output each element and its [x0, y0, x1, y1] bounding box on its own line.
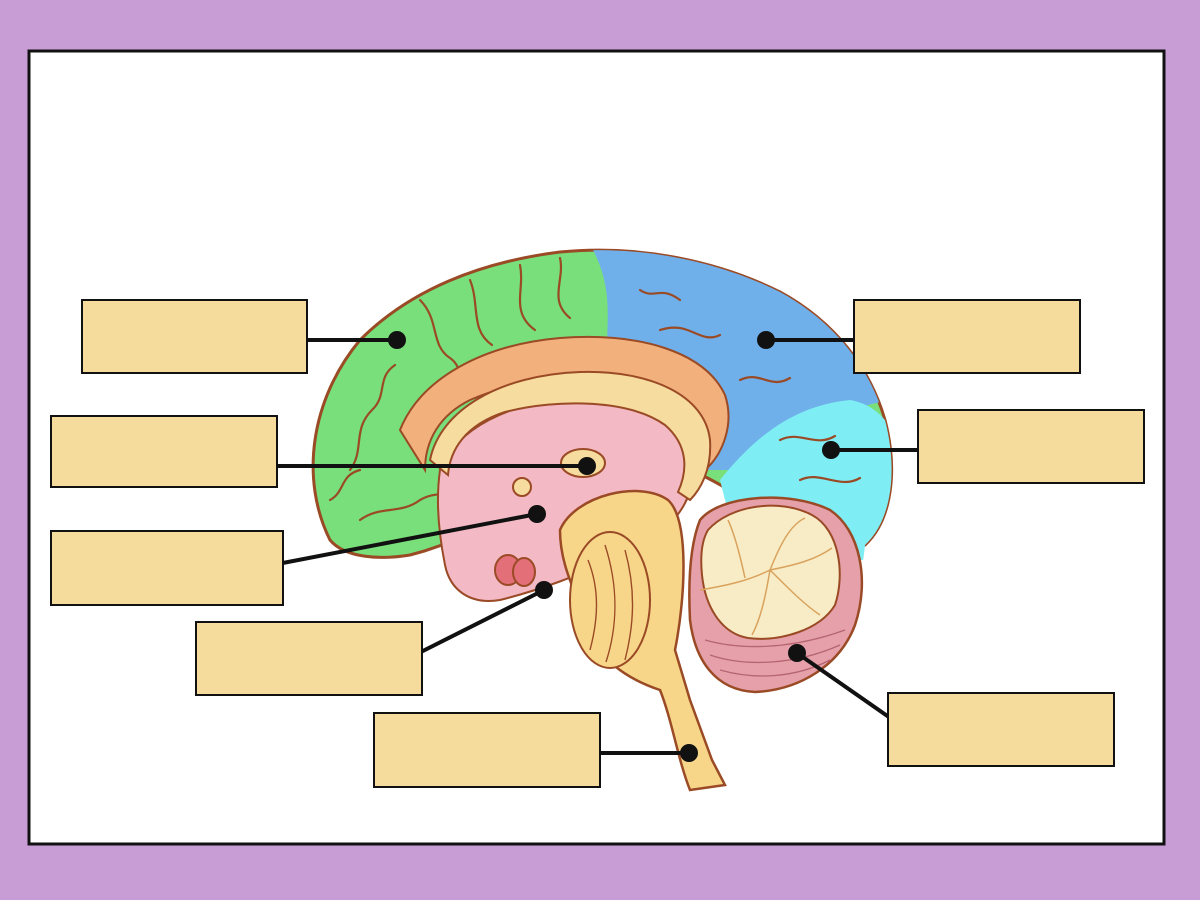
- label-text: [855, 301, 1079, 372]
- label-text: [52, 417, 276, 486]
- optic-chiasm-structure: [512, 477, 532, 497]
- leader-line-4: [397, 588, 546, 665]
- label-text: [919, 411, 1143, 482]
- mammillary-body-right: [512, 557, 536, 587]
- dot-8a: [788, 644, 806, 662]
- arbor-vitae-region: [700, 504, 841, 640]
- label-box-cerebellum[interactable]: [887, 692, 1115, 767]
- dot-2b: [578, 457, 596, 475]
- dot-6a: [757, 331, 775, 349]
- brain-illustration: [311, 248, 894, 792]
- label-text: [889, 694, 1113, 765]
- label-box-medulla[interactable]: [373, 712, 601, 788]
- label-box-occipital-lobe[interactable]: [917, 409, 1145, 484]
- dot-4b: [535, 581, 553, 599]
- label-box-parietal-lobe[interactable]: [853, 299, 1081, 374]
- label-text: [197, 623, 421, 694]
- pons-striations: [587, 544, 634, 663]
- label-box-frontal-lobe[interactable]: [81, 299, 308, 374]
- label-box-thalamus[interactable]: [50, 415, 278, 488]
- label-text: [375, 714, 599, 786]
- dot-7a: [822, 441, 840, 459]
- leader-line-3: [260, 512, 539, 569]
- label-box-hypothalamus[interactable]: [50, 530, 284, 606]
- label-text: [83, 301, 306, 372]
- arbor-vitae-branches: [699, 517, 833, 636]
- dot-3b: [528, 505, 546, 523]
- dot-5b: [680, 744, 698, 762]
- dot-1b: [388, 331, 406, 349]
- cerebellum-folia: [704, 629, 846, 677]
- corpus-callosum-region: [428, 370, 712, 502]
- label-box-amygdala[interactable]: [195, 621, 423, 696]
- label-text: [52, 532, 282, 604]
